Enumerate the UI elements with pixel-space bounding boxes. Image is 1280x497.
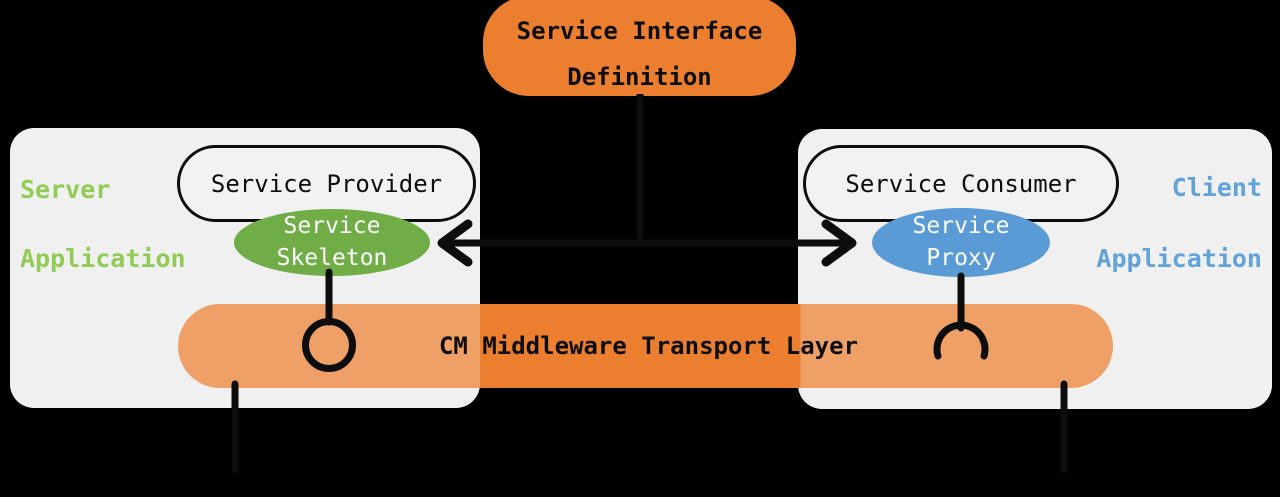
service-provider-label: Service Provider (210, 169, 443, 198)
arrow-right-head-icon (821, 219, 857, 267)
service-skeleton-line2: Skeleton (276, 245, 388, 271)
server-label-line1: Server (20, 175, 111, 204)
service-proxy-line1: Service (912, 213, 1010, 239)
transport-layer-label: CM Middleware Transport Layer (438, 332, 859, 360)
service-consumer-label: Service Consumer (845, 169, 1077, 198)
interface-arrows-icon (437, 94, 857, 267)
service-skeleton-ellipse: Service Skeleton (234, 209, 430, 276)
server-label-line2: Application (20, 244, 186, 273)
service-proxy-ellipse: Service Proxy (872, 208, 1050, 277)
socket-arc-icon (933, 321, 989, 360)
service-interface-definition-line2: Definition (567, 63, 712, 91)
service-proxy-line2: Proxy (926, 245, 996, 271)
service-consumer-pill: Service Consumer (803, 145, 1119, 222)
client-label-line1: Client (1171, 173, 1262, 202)
service-skeleton-line1: Service (283, 213, 381, 239)
client-label-line2: Application (1096, 244, 1262, 273)
transport-layer-bar: CM Middleware Transport Layer (178, 304, 1113, 388)
service-interface-definition-box: Service Interface Definition (483, 0, 796, 96)
required-interface-icon (933, 272, 989, 360)
service-interface-definition-line1: Service Interface (516, 17, 763, 45)
provided-interface-icon (302, 268, 356, 372)
arrow-left-head-icon (437, 219, 473, 267)
lollipop-ball-icon (302, 318, 356, 372)
